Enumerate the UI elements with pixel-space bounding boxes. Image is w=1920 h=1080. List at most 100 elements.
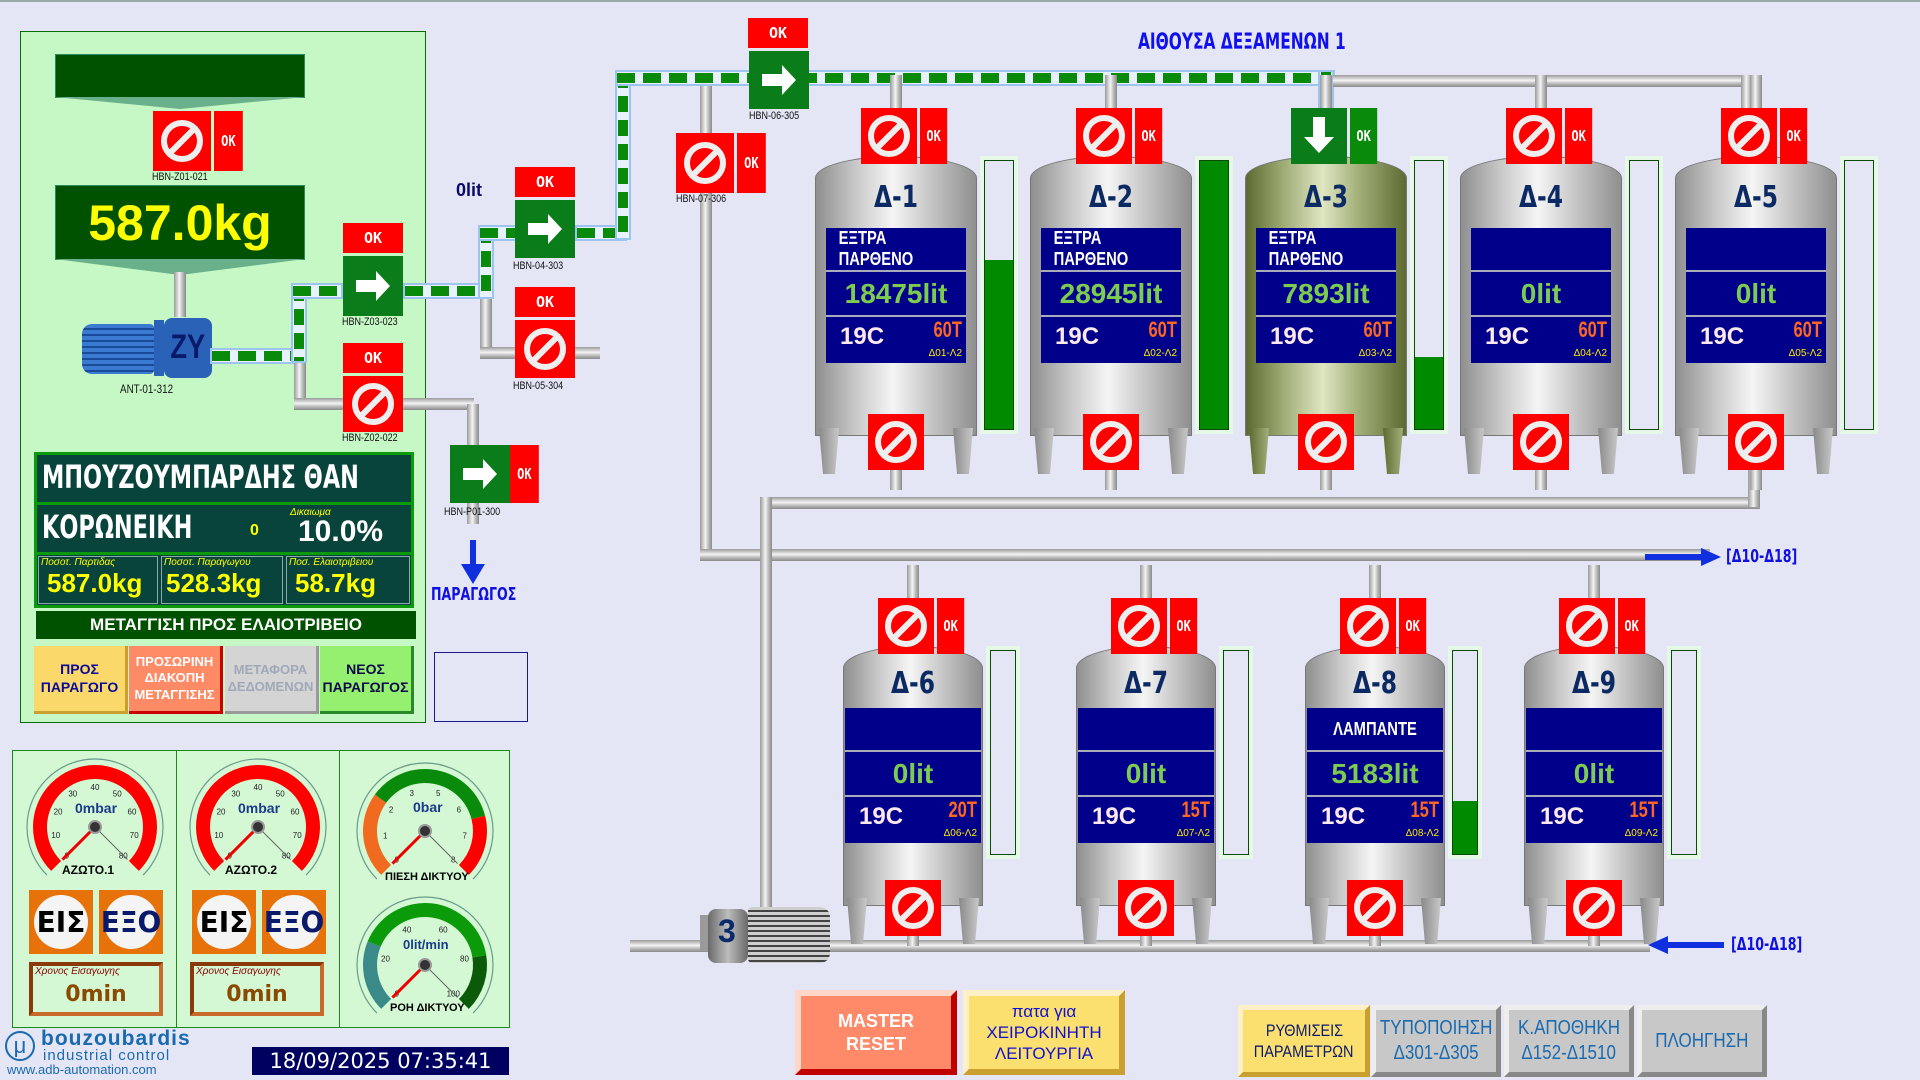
tank-outlet-valve[interactable] — [1513, 414, 1569, 470]
valve-06[interactable] — [749, 51, 809, 109]
batch-cell-1: Ποσοτ. Παρτιδας 587.0kg — [38, 556, 158, 604]
valve-z01-label: HBN-Z01-021 — [152, 171, 208, 183]
valve-05[interactable] — [515, 320, 575, 378]
button-line: MASTER — [838, 1011, 914, 1031]
gauge-tick-label: 20 — [381, 955, 390, 964]
tank-outlet-valve[interactable] — [1728, 414, 1784, 470]
empty-input-box[interactable] — [434, 652, 528, 722]
gauge-max-marker — [257, 826, 291, 860]
nitrogen-1-in-button[interactable]: ΕΙΣ — [29, 890, 93, 954]
tank-inlet-valve[interactable] — [1506, 108, 1562, 164]
logo-mark: μ — [5, 1031, 35, 1061]
top-border — [0, 0, 1920, 2]
gauge-hub — [251, 820, 265, 834]
valve-07[interactable] — [676, 133, 734, 193]
tank-product — [1686, 228, 1826, 272]
nitrogen-2-out-button[interactable]: ΕΞΟ — [262, 890, 326, 954]
gauge-tick-label: 7 — [463, 831, 468, 840]
valve-z01[interactable] — [153, 111, 211, 171]
tank-product — [845, 708, 981, 752]
tank-inlet-valve[interactable] — [1340, 598, 1396, 654]
tank-outlet-valve[interactable] — [1347, 880, 1403, 936]
gauge-tick-label: 20 — [217, 808, 226, 817]
pipe — [1369, 936, 1381, 946]
valve-z02[interactable] — [343, 376, 403, 432]
gauge-tick-label: 10 — [51, 831, 60, 840]
route-out-label[interactable]: [Δ10-Δ18] — [1726, 546, 1798, 567]
gauge-tick-label: 6 — [457, 806, 462, 815]
button-label: ΕΙΣ — [199, 905, 249, 939]
arrow-left-icon — [1648, 936, 1724, 954]
nitrogen-1-out-button[interactable]: ΕΞΟ — [99, 890, 163, 954]
pipe — [1105, 75, 1117, 118]
stop-icon — [1090, 421, 1132, 463]
tank-volume: 0lit — [1078, 752, 1214, 797]
stop-icon — [1305, 421, 1347, 463]
tank-inlet-valve[interactable] — [1559, 598, 1615, 654]
button-line: ΜΕΤΑΓΓΙΣΗΣ — [134, 686, 215, 702]
pipe — [700, 549, 1710, 561]
tank-inlet-valve[interactable] — [861, 108, 917, 164]
gauge-tick-label: 60 — [439, 925, 448, 934]
tank-outlet-valve[interactable] — [1083, 414, 1139, 470]
pipe — [1140, 565, 1152, 608]
tank-product — [1078, 708, 1214, 752]
tank-inlet-valve[interactable] — [1291, 108, 1347, 164]
gauge-zone — [374, 769, 486, 820]
tank-outlet-valve[interactable] — [1118, 880, 1174, 936]
tank-temperature: 19C — [1321, 803, 1366, 830]
route-in-label[interactable]: [Δ10-Δ18] — [1731, 934, 1803, 955]
valve-04-status: OK — [515, 167, 575, 197]
tank-inlet-valve[interactable] — [878, 598, 934, 654]
valve-04[interactable] — [515, 200, 575, 258]
arrow-right-icon — [356, 271, 390, 301]
pump-3[interactable]: 3 — [700, 903, 830, 965]
pump-zy[interactable]: ZY — [82, 318, 212, 378]
batch-cell-2: Ποσοτ. Παραγωγου 528.3kg — [161, 556, 283, 604]
weight-display: 587.0kg — [55, 185, 305, 260]
stop-icon — [1513, 115, 1555, 157]
tank-outlet-valve[interactable] — [885, 880, 941, 936]
tank-outlet-valve[interactable] — [868, 414, 924, 470]
valve-06-label: HBN-06-305 — [749, 110, 800, 122]
nitrogen-2-in-button[interactable]: ΕΙΣ — [192, 890, 256, 954]
tank-inlet-valve[interactable] — [1076, 108, 1132, 164]
gauge-tick-label: 50 — [276, 790, 285, 799]
gauge-network-flow: 020406080100 — [356, 896, 494, 1014]
tank-outlet-valve[interactable] — [1566, 880, 1622, 936]
tank-inlet-status: OK — [1618, 598, 1646, 654]
tank-inlet-valve[interactable] — [1721, 108, 1777, 164]
pipe — [1750, 75, 1762, 118]
tank-inlet-valve[interactable] — [1111, 598, 1167, 654]
arrow-right-icon — [463, 459, 497, 489]
pipe — [1588, 936, 1600, 946]
tank-outlet-valve[interactable] — [1298, 414, 1354, 470]
valve-z03[interactable] — [343, 256, 403, 316]
pipe — [760, 497, 772, 942]
tank-code: Δ02-Λ2 — [1143, 348, 1177, 359]
button-line: ΠΛΟΗΓΗΣΗ — [1655, 1029, 1749, 1052]
navigation-button[interactable]: ΠΛΟΗΓΗΣΗ — [1637, 1005, 1767, 1077]
tank-temperature: 19C — [1485, 323, 1530, 350]
valve-p01[interactable] — [450, 445, 510, 503]
tank-product-text: ΕΞΤΡΑ ΠΑΡΘΕΝΟ — [838, 228, 914, 269]
